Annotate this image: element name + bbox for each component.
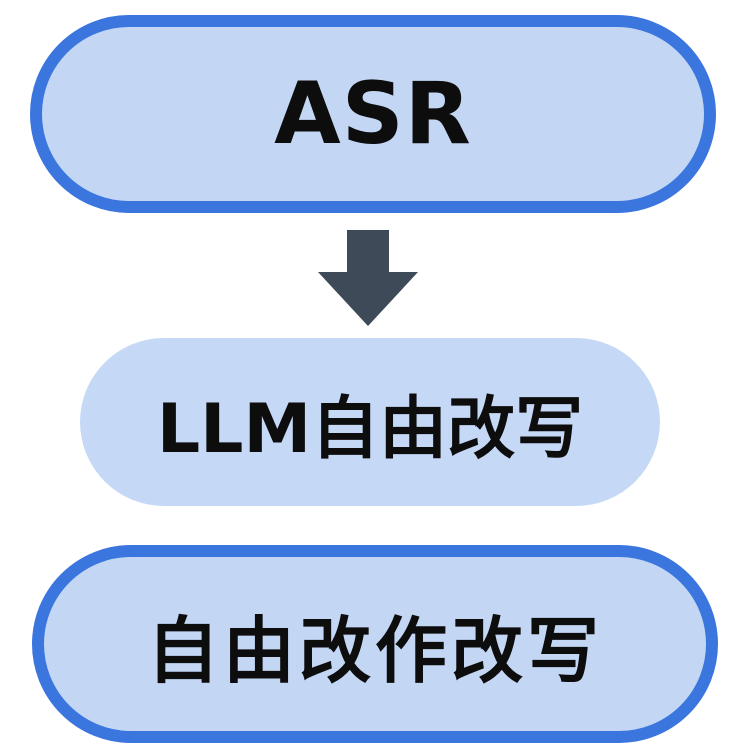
llm-rewrite-node: LLM自由改写 — [80, 338, 660, 506]
free-rewrite-label: 自由改作改写 — [146, 608, 603, 693]
free-rewrite-node: 自由改作改写 — [32, 545, 718, 743]
asr-label: ASR — [274, 64, 472, 164]
asr-node: ASR — [30, 15, 716, 213]
arrow-shape — [318, 230, 418, 326]
llm-rewrite-label: LLM自由改写 — [156, 389, 584, 469]
down-arrow-icon — [318, 230, 418, 326]
